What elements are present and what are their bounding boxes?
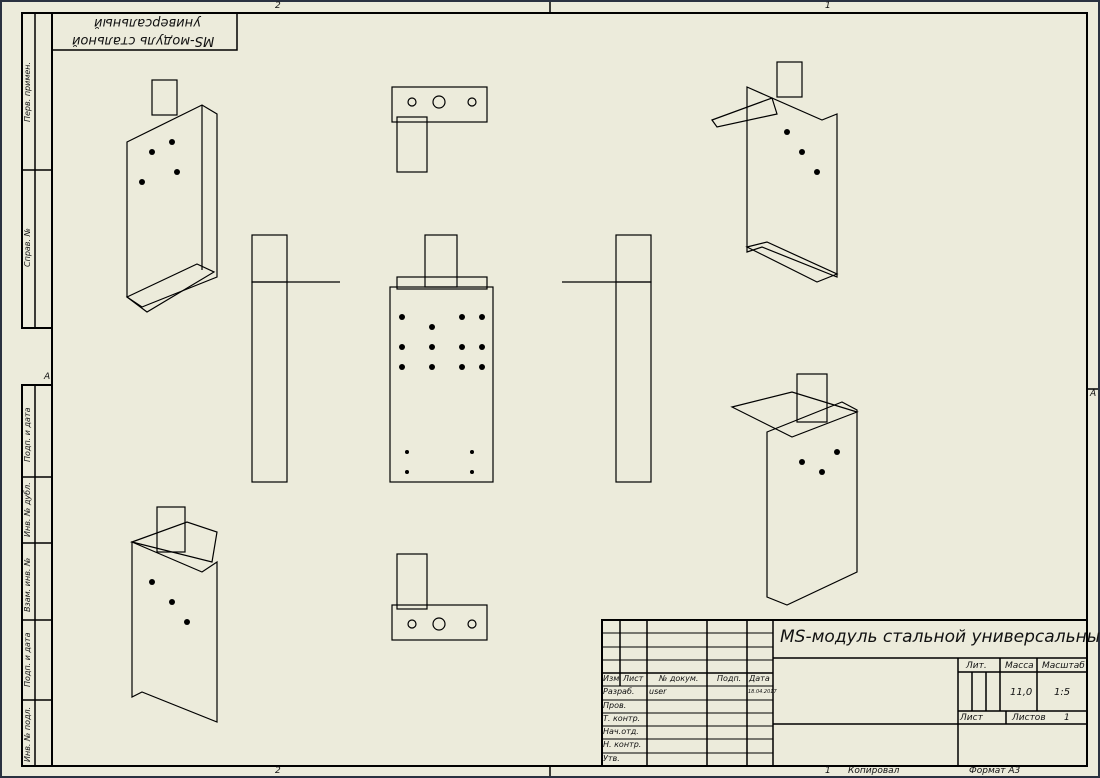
strip-label: Перв. примен. bbox=[23, 61, 32, 122]
developer-name: user bbox=[649, 687, 667, 696]
strip-label: Взам. инв. № bbox=[23, 557, 32, 612]
sheet-label: Лист bbox=[960, 713, 983, 723]
mirrored-title-line1: MS-модуль стальной bbox=[72, 33, 215, 48]
sheets-label: Листов bbox=[1012, 713, 1046, 723]
developer-date: 18.04.2017 bbox=[748, 689, 777, 695]
top-view bbox=[391, 86, 488, 173]
mass-value: 11,0 bbox=[1010, 687, 1033, 698]
scale-label: Масштаб bbox=[1042, 661, 1085, 671]
zone-label: A bbox=[44, 372, 51, 382]
drawing-title: MS-модуль стальной универсальный bbox=[780, 627, 1100, 647]
iso-view-bottom-right bbox=[730, 373, 859, 606]
zone-label: A bbox=[1090, 389, 1097, 399]
header-data: Дата bbox=[749, 674, 770, 683]
iso-view-bottom-left bbox=[129, 506, 218, 723]
mirrored-title-line2: универсальный bbox=[94, 15, 201, 30]
iso-view-top-left bbox=[125, 79, 218, 313]
bottom-view bbox=[391, 553, 488, 641]
front-view bbox=[389, 234, 494, 483]
left-side-view bbox=[251, 234, 340, 483]
lit-label: Лит. bbox=[966, 661, 987, 671]
row-label: Н. контр. bbox=[603, 740, 642, 749]
iso-view-top-right bbox=[711, 61, 839, 283]
strip-label: Подп. и дата bbox=[23, 407, 32, 463]
zone-label: 2 bbox=[275, 766, 281, 776]
right-side-view bbox=[562, 234, 652, 483]
zone-label: 1 bbox=[825, 1, 831, 11]
row-label: Разраб. bbox=[603, 687, 635, 696]
strip-label: Инв. № дубл. bbox=[23, 482, 32, 537]
header-doc: № докум. bbox=[659, 674, 699, 683]
header-list: Лист bbox=[623, 674, 644, 683]
row-label: Нач.отд. bbox=[603, 727, 639, 736]
row-label: Т. контр. bbox=[603, 714, 641, 723]
footer-format: Формат А3 bbox=[969, 766, 1021, 776]
strip-label: Инв. № подл. bbox=[23, 706, 32, 762]
sheets-value: 1 bbox=[1064, 713, 1070, 723]
header-podp: Подп. bbox=[717, 674, 742, 683]
hole-pattern bbox=[139, 129, 840, 625]
row-label: Утв. bbox=[603, 754, 620, 763]
scale-value: 1:5 bbox=[1054, 687, 1071, 698]
footer-copied: Копировал bbox=[848, 766, 900, 776]
footer-num: 1 bbox=[825, 766, 831, 776]
header-izm: Изм. bbox=[603, 674, 622, 683]
strip-label: Справ. № bbox=[23, 228, 32, 267]
zone-label: 2 bbox=[275, 1, 281, 11]
strip-label: Подп. и дата bbox=[23, 632, 32, 688]
mass-label: Масса bbox=[1005, 661, 1034, 671]
row-label: Пров. bbox=[603, 701, 627, 710]
